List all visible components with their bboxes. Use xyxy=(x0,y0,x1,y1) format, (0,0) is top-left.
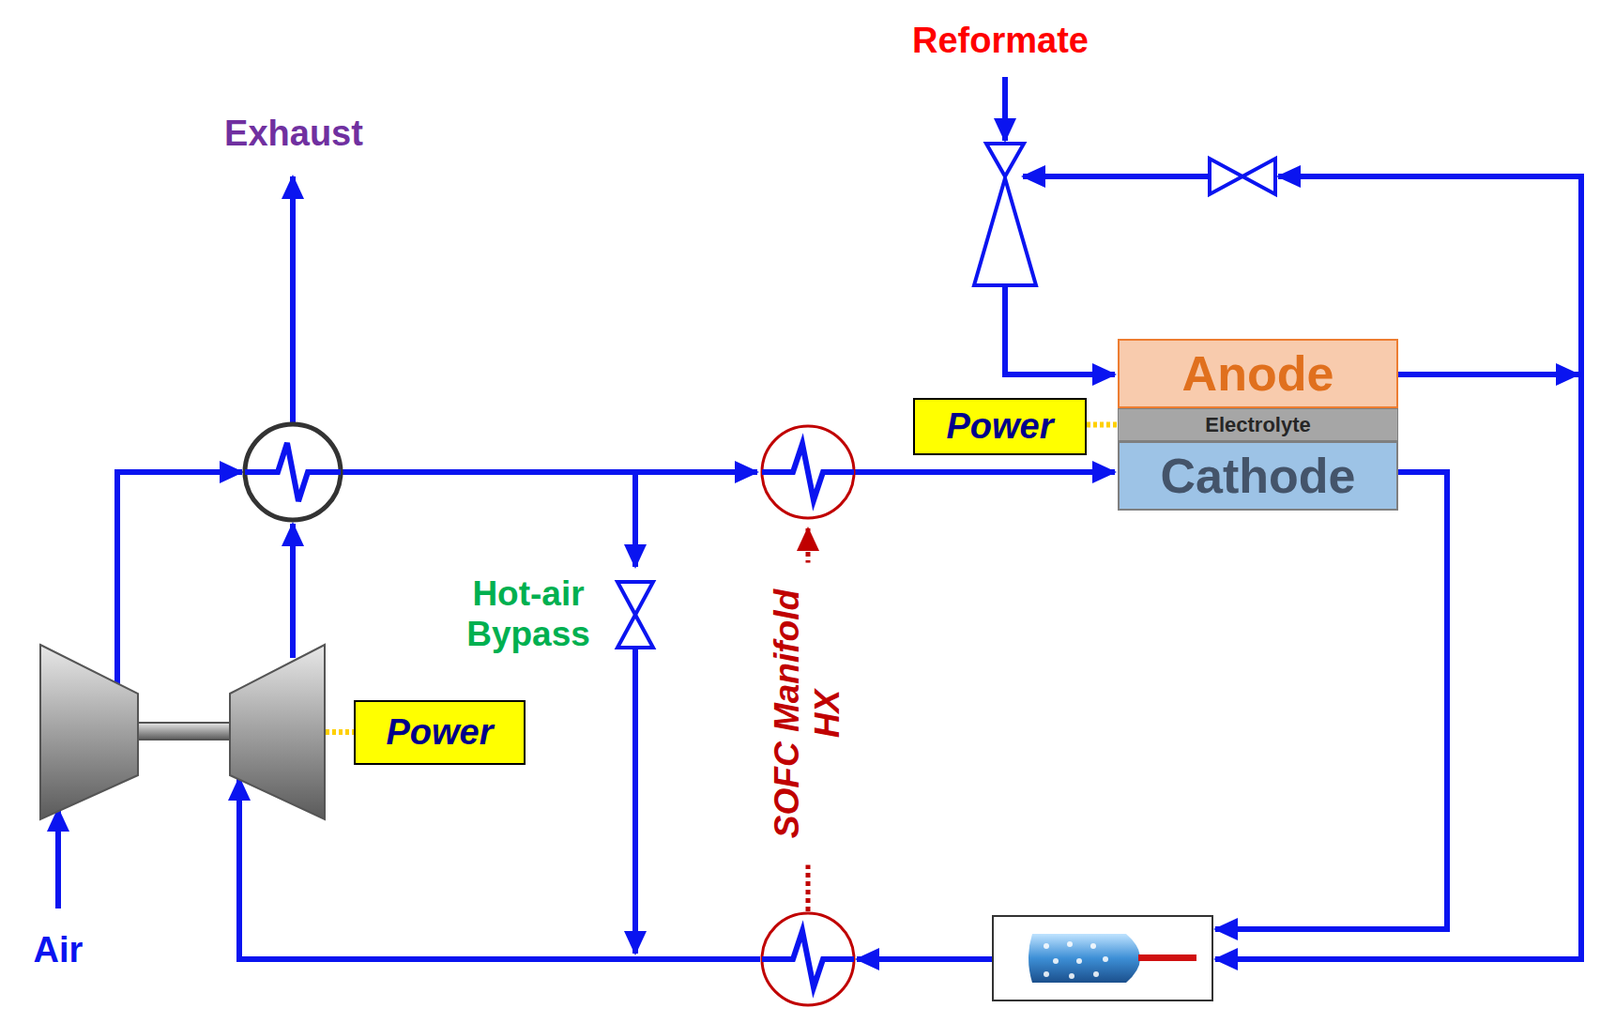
microturbine xyxy=(40,644,325,820)
combustor-outlet-line xyxy=(856,956,993,962)
node-text: Anode xyxy=(1182,345,1335,402)
power-link xyxy=(1086,422,1118,428)
cathode-layer: Cathode xyxy=(1117,441,1399,511)
anode-layer: Anode xyxy=(1117,338,1399,409)
heat-exchanger xyxy=(761,426,854,519)
compressed-air-line xyxy=(117,472,243,689)
air-inlet xyxy=(55,808,61,909)
stream-label: Exhaust xyxy=(224,113,364,155)
ejector xyxy=(974,143,1037,286)
power-output-box: Power xyxy=(913,397,1087,456)
exhaust-line xyxy=(289,176,296,425)
node-text: Cathode xyxy=(1160,447,1357,504)
stream-label: Air xyxy=(33,929,84,972)
recirculation-valve xyxy=(1209,158,1276,195)
preheated-air-line xyxy=(340,469,758,475)
bypass-line xyxy=(632,472,639,567)
heat-exchanger xyxy=(761,913,854,1006)
cathode-inlet-line xyxy=(853,469,1115,475)
recuperator xyxy=(244,424,341,520)
power-link xyxy=(325,729,354,735)
reformate-line xyxy=(1002,76,1008,141)
bypass-valve xyxy=(617,581,654,648)
cathode-exhaust-line xyxy=(1215,472,1448,930)
node-text: Power xyxy=(945,406,1053,447)
recirculation-line xyxy=(1022,173,1210,180)
valve-label: Hot-air Bypass xyxy=(446,574,611,655)
combustor xyxy=(992,915,1213,1001)
power-output-box: Power xyxy=(353,700,526,765)
stream-label: Reformate xyxy=(912,20,1089,62)
heat-exchanger-label: SOFC Manifold HX xyxy=(767,563,848,866)
electrolyte-layer: Electrolyte xyxy=(1117,408,1399,442)
anode-inlet-line xyxy=(1005,285,1115,375)
bypass-line xyxy=(632,647,639,954)
node-text: Power xyxy=(385,712,493,753)
anode-outlet-line xyxy=(1398,371,1579,378)
turbine-exhaust-line xyxy=(289,523,296,658)
node-text: Electrolyte xyxy=(1204,412,1311,438)
